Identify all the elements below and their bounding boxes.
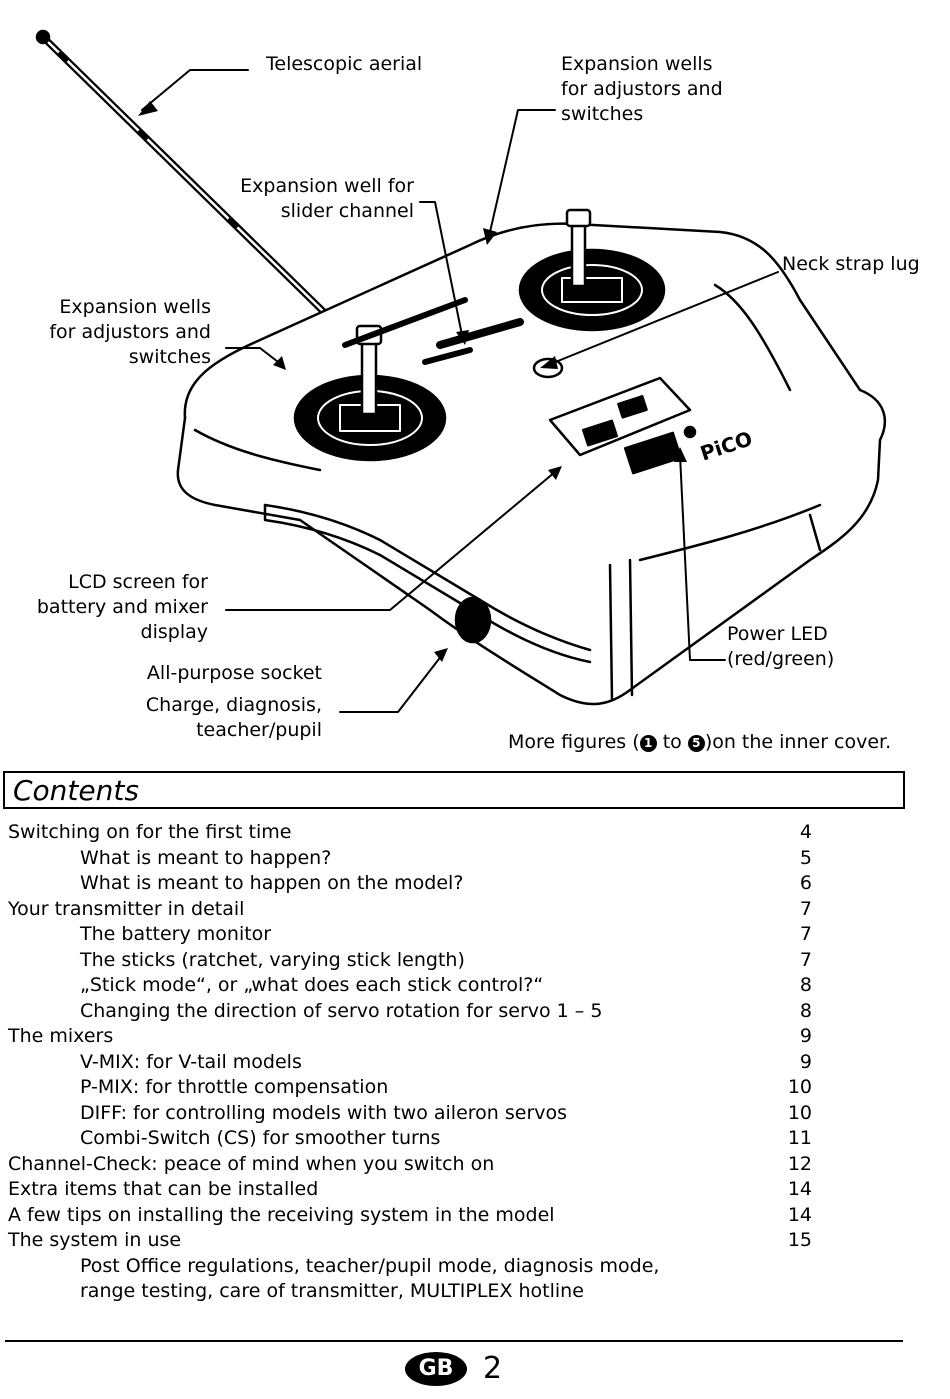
label-expansion-well-slider: Expansion well for slider channel [240,175,414,222]
toc-entry-page: 14 [787,1203,812,1226]
all-purpose-socket [454,596,492,644]
left-stick-gimbal [293,324,447,462]
transmitter-body [176,222,887,706]
label-lcd-screen: LCD screen for battery and mixer display [36,571,208,643]
footer-rule [5,1340,903,1342]
right-stick-gimbal [518,208,666,332]
toc-entry-title: What is meant to happen? [80,846,332,869]
toc-entry-title: DIFF: for controlling models with two ai… [80,1101,568,1124]
more-figures-note: More figures (1 to 5)on the inner cover. [508,731,892,753]
slider-well [342,297,564,379]
label-socket-uses: Charge, diagnosis, teacher/pupil [145,694,322,741]
label-expansion-wells-left: Expansion wells for adjustors and switch… [49,296,211,368]
toc-entry-title: Extra items that can be installed [8,1178,319,1200]
toc-entry: range testing, care of transmitter, MULT… [8,1279,908,1305]
toc-entry-page: 7 [799,923,812,945]
toc-entry-title: range testing, care of transmitter, MULT… [80,1280,584,1302]
label-telescopic-aerial: Telescopic aerial [266,53,423,75]
lcd-display [548,376,697,475]
toc-entry: What is meant to happen? 5 [8,846,908,872]
toc-entry-title: The sticks (ratchet, varying stick lengt… [80,948,465,971]
toc-entry-title: The battery monitor [80,923,272,945]
toc-entry-title: A few tips on installing the receiving s… [8,1203,555,1226]
toc-entry-page: 6 [799,872,812,894]
toc-entry-page: 12 [787,1152,812,1175]
toc-entry-page: 4 [799,821,812,843]
toc-entry-title: Switching on for the first time [8,821,292,843]
toc-entry-title: V-MIX: for V-tail models [80,1050,302,1073]
label-expansion-wells-right: Expansion wells for adjustors and switch… [561,53,723,125]
toc-entry: DIFF: for controlling models with two ai… [8,1101,908,1127]
toc-entry-page: 11 [787,1127,812,1149]
language-badge: GB [405,1352,467,1386]
toc-entry: What is meant to happen on the model? 6 [8,871,908,897]
toc-entry-title: Changing the direction of servo rotation… [80,999,603,1022]
toc-entry: Extra items that can be installed 14 [8,1177,908,1203]
contents-title: Contents [13,774,139,807]
toc-entry: P-MIX: for throttle compensation 10 [8,1075,908,1101]
contents-heading-box: Contents [3,771,905,809]
toc-entry-title: Your transmitter in detail [8,897,245,920]
toc-entry: V-MIX: for V-tail models 9 [8,1050,908,1076]
toc-entry-page: 7 [799,897,812,920]
toc-entry: Switching on for the first time 4 [8,820,908,846]
toc-entry: Changing the direction of servo rotation… [8,999,908,1025]
toc-entry-page: 5 [799,846,812,869]
figure-number-1-icon: 1 [639,735,657,752]
toc-entry-page: 8 [799,999,812,1022]
toc-entry-title: What is meant to happen on the model? [80,872,464,894]
transmitter-illustration: PiCO [35,29,887,713]
label-neck-strap-lug: Neck strap lug [782,253,920,275]
toc-entry-title: The system in use [8,1229,182,1251]
toc-entry: Combi-Switch (CS) for smoother turns 11 [8,1126,908,1152]
label-power-led: Power LED (red/green) [727,623,835,670]
toc-entry-title: Post Office regulations, teacher/pupil m… [80,1254,660,1277]
toc-entry-title: P-MIX: for throttle compensation [80,1076,389,1098]
toc-entry-title: Combi-Switch (CS) for smoother turns [80,1127,441,1149]
toc-entry-page: 15 [787,1229,812,1251]
label-all-purpose-socket: All-purpose socket [146,662,322,684]
toc-entry-page: 9 [799,1025,812,1047]
toc-entry: A few tips on installing the receiving s… [8,1203,908,1229]
toc-entry-page: 8 [799,974,812,996]
toc-entry: The sticks (ratchet, varying stick lengt… [8,948,908,974]
toc-entry-page: 14 [787,1178,812,1200]
leader-lines [141,69,779,713]
toc-entry-title: Channel-Check: peace of mind when you sw… [8,1152,495,1175]
toc-entry: Post Office regulations, teacher/pupil m… [8,1254,908,1280]
toc-entry-title: „Stick mode“, or „what does each stick c… [80,974,544,996]
toc-entry-title: The mixers [8,1025,114,1047]
toc-entry: Your transmitter in detail 7 [8,897,908,923]
page-number: 2 [483,1351,503,1386]
toc-entry-page: 10 [787,1076,812,1098]
toc-entry-page: 9 [799,1050,812,1073]
toc-entry-page: 7 [799,948,812,971]
toc-entry-page: 10 [787,1101,812,1124]
toc-entry: The system in use 15 [8,1228,908,1254]
toc-entry: The mixers 9 [8,1024,908,1050]
toc-entry: The battery monitor 7 [8,922,908,948]
telescopic-aerial [35,29,334,322]
toc-entry: Channel-Check: peace of mind when you sw… [8,1152,908,1178]
figure-number-5-icon: 5 [687,735,705,752]
toc-entry: „Stick mode“, or „what does each stick c… [8,973,908,999]
